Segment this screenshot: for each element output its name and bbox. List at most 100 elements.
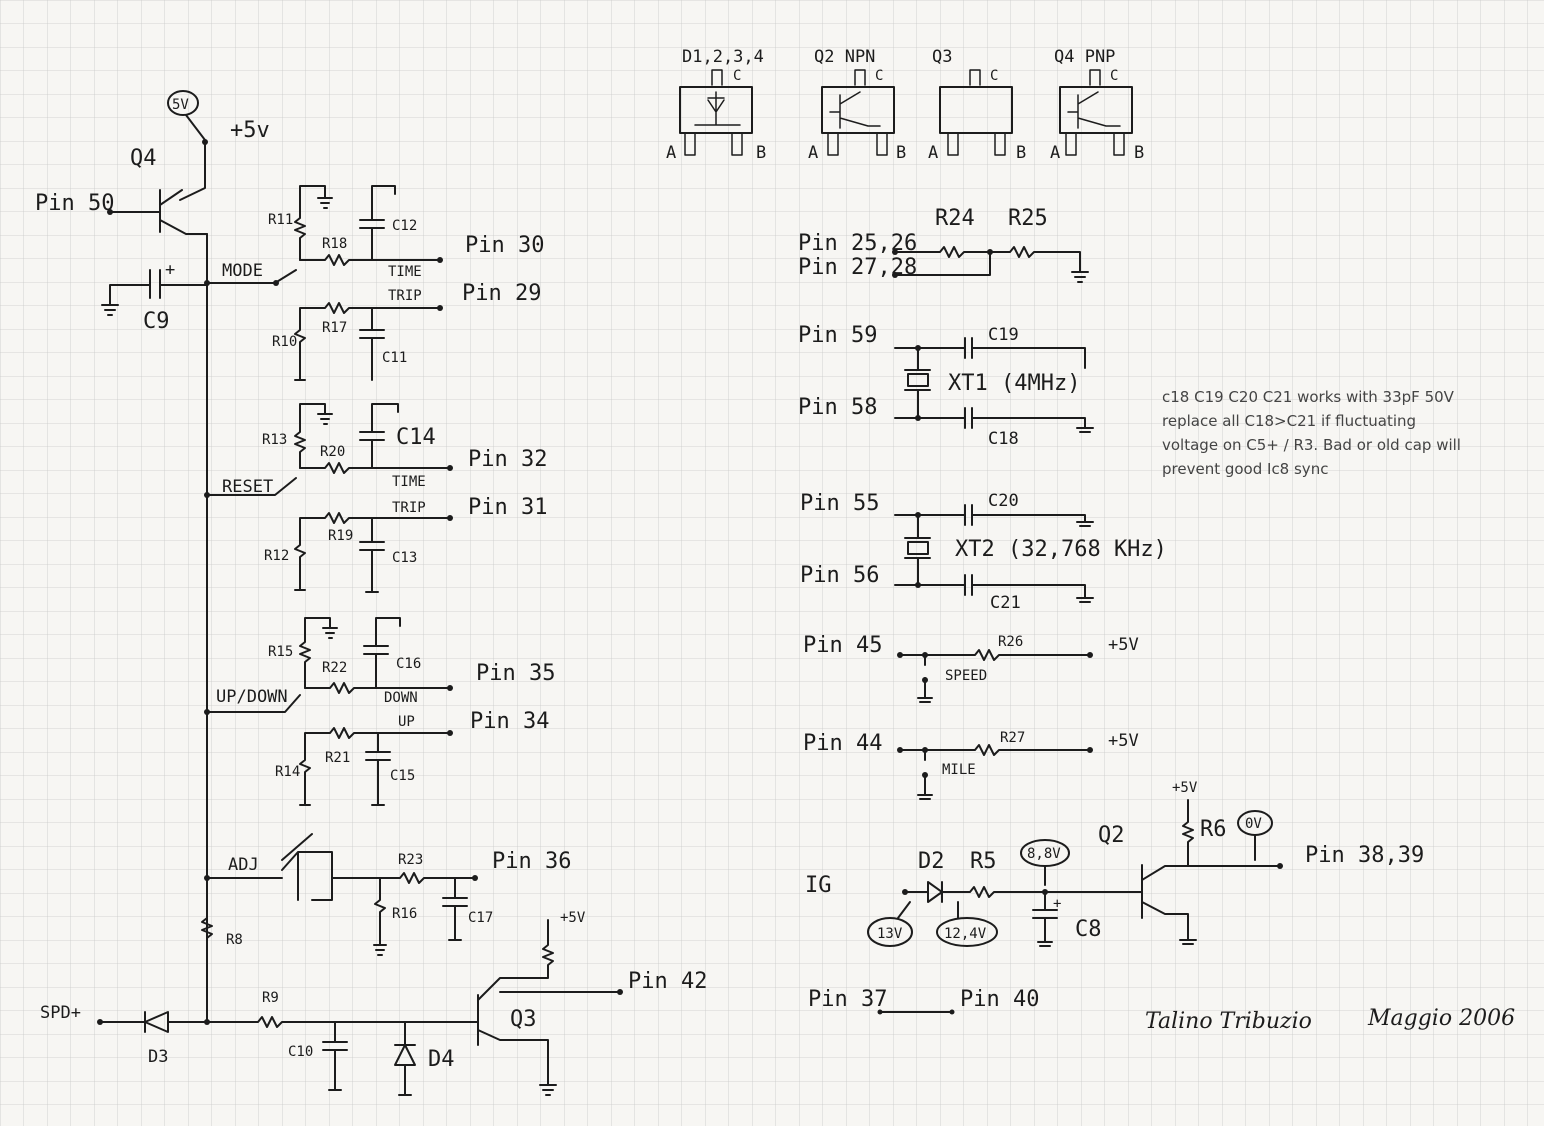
r10-label: R10 bbox=[272, 334, 297, 350]
probe-124v-label: 12,4V bbox=[944, 926, 987, 942]
probe-88v-label: 8,8V bbox=[1027, 846, 1061, 862]
q2-label: Q2 bbox=[1098, 823, 1125, 848]
pin45-label: Pin 45 bbox=[803, 633, 882, 658]
package-q3-c: C bbox=[990, 68, 998, 84]
note-line: replace all C18>C21 if fluctuating bbox=[1162, 412, 1417, 430]
probe-0v-label: 0V bbox=[1245, 816, 1262, 832]
ig-label: IG bbox=[805, 873, 832, 898]
pin35-label: Pin 35 bbox=[476, 661, 555, 686]
spd-label: SPD+ bbox=[40, 1003, 81, 1023]
q3-label: Q3 bbox=[510, 1007, 537, 1032]
pin3839-label: Pin 38,39 bbox=[1305, 843, 1424, 868]
package-q3-b: B bbox=[1016, 143, 1026, 163]
package-q4-title: Q4 PNP bbox=[1054, 47, 1115, 67]
time1-label: TIME bbox=[388, 264, 422, 280]
r8-label: R8 bbox=[226, 932, 243, 948]
probe-5v bbox=[167, 90, 199, 116]
xt1-label: XT1 (4MHz) bbox=[948, 371, 1080, 396]
r12-label: R12 bbox=[264, 548, 289, 564]
pin31-label: Pin 31 bbox=[468, 495, 547, 520]
r9-label: R9 bbox=[262, 990, 279, 1006]
pin50-label: Pin 50 bbox=[35, 191, 114, 216]
mode-label: MODE bbox=[222, 261, 263, 281]
pin32-label: Pin 32 bbox=[468, 447, 547, 472]
package-q2-a: A bbox=[808, 143, 818, 163]
r22-label: R22 bbox=[322, 660, 347, 676]
r11-label: R11 bbox=[268, 212, 293, 228]
pin58-label: Pin 58 bbox=[798, 395, 877, 420]
plus5v-a-label: +5V bbox=[1108, 635, 1139, 655]
capacitor-note: c18 C19 C20 C21 works with 33pF 50V repl… bbox=[1162, 385, 1492, 481]
package-d1234-a: A bbox=[666, 143, 676, 163]
r27-label: R27 bbox=[1000, 730, 1025, 746]
package-q4: Q4 PNP C A B bbox=[1050, 47, 1144, 163]
package-q2-b: B bbox=[896, 143, 906, 163]
note-line: prevent good Ic8 sync bbox=[1162, 460, 1329, 478]
trip2-label: TRIP bbox=[392, 500, 426, 516]
c13-label: C13 bbox=[392, 550, 417, 566]
c16-label: C16 bbox=[396, 656, 421, 672]
c11-label: C11 bbox=[382, 350, 407, 366]
c9-plus: + bbox=[165, 260, 175, 280]
r13-label: R13 bbox=[262, 432, 287, 448]
c8-plus: + bbox=[1053, 896, 1061, 912]
r19-label: R19 bbox=[328, 528, 353, 544]
trip1-label: TRIP bbox=[388, 288, 422, 304]
package-d1234-b: B bbox=[756, 143, 766, 163]
c17-label: C17 bbox=[468, 910, 493, 926]
r14-label: R14 bbox=[275, 764, 300, 780]
r25-label: R25 bbox=[1008, 206, 1048, 231]
c8-label: C8 bbox=[1075, 917, 1102, 942]
right-circuit: R24 R25 Pin 25,26 Pin 27,28 Pin 59 Pin 5… bbox=[798, 206, 1424, 1015]
d2-label: D2 bbox=[918, 849, 945, 874]
pin59-label: Pin 59 bbox=[798, 323, 877, 348]
c15-label: C15 bbox=[390, 768, 415, 784]
package-d1234: D1,2,3,4 C A B bbox=[666, 47, 766, 163]
signature-date: Maggio 2006 bbox=[1367, 1006, 1515, 1031]
package-q4-c: C bbox=[1110, 68, 1118, 84]
q3-supply-label: +5V bbox=[560, 910, 586, 926]
c14-label: C14 bbox=[396, 425, 436, 450]
package-d1234-title: D1,2,3,4 bbox=[682, 47, 764, 67]
pin29-label: Pin 29 bbox=[462, 281, 541, 306]
c18-label: C18 bbox=[988, 429, 1019, 449]
package-q3-title: Q3 bbox=[932, 47, 952, 67]
signature-name: Talino Tribuzio bbox=[1145, 1009, 1312, 1034]
probe-5v-label: 5V bbox=[172, 97, 189, 113]
reset-label: RESET bbox=[222, 477, 273, 497]
pin42-label: Pin 42 bbox=[628, 969, 707, 994]
supply-label: +5v bbox=[230, 118, 270, 143]
speed-label: SPEED bbox=[945, 668, 987, 684]
c12-label: C12 bbox=[392, 218, 417, 234]
package-q3-a: A bbox=[928, 143, 938, 163]
package-q4-b: B bbox=[1134, 143, 1144, 163]
d4-label: D4 bbox=[428, 1047, 455, 1072]
mile-label: MILE bbox=[942, 762, 976, 778]
r6-label: R6 bbox=[1200, 817, 1227, 842]
down-label: DOWN bbox=[384, 690, 418, 706]
xt2-label: XT2 (32,768 KHz) bbox=[955, 537, 1167, 562]
c10-label: C10 bbox=[288, 1044, 313, 1060]
r23-label: R23 bbox=[398, 852, 423, 868]
pin56-label: Pin 56 bbox=[800, 563, 879, 588]
probe-13v-label: 13V bbox=[877, 926, 903, 942]
c19-label: C19 bbox=[988, 325, 1019, 345]
pin37-label: Pin 37 bbox=[808, 987, 887, 1012]
package-q2-title: Q2 NPN bbox=[814, 47, 875, 67]
note-line: c18 C19 C20 C21 works with 33pF 50V bbox=[1162, 388, 1454, 406]
r16-label: R16 bbox=[392, 906, 417, 922]
probe-13v bbox=[867, 917, 913, 947]
q4-label: Q4 bbox=[130, 146, 157, 171]
note-line: voltage on C5+ / R3. Bad or old cap will bbox=[1162, 436, 1461, 454]
r17-label: R17 bbox=[322, 320, 347, 336]
probe-124v bbox=[936, 917, 998, 947]
pin36-label: Pin 36 bbox=[492, 849, 571, 874]
package-q3: Q3 C A B bbox=[928, 47, 1026, 163]
pin34-label: Pin 34 bbox=[470, 709, 549, 734]
plus5v-b-label: +5V bbox=[1108, 731, 1139, 751]
r15-label: R15 bbox=[268, 644, 293, 660]
r5-label: R5 bbox=[970, 849, 997, 874]
r18-label: R18 bbox=[322, 236, 347, 252]
